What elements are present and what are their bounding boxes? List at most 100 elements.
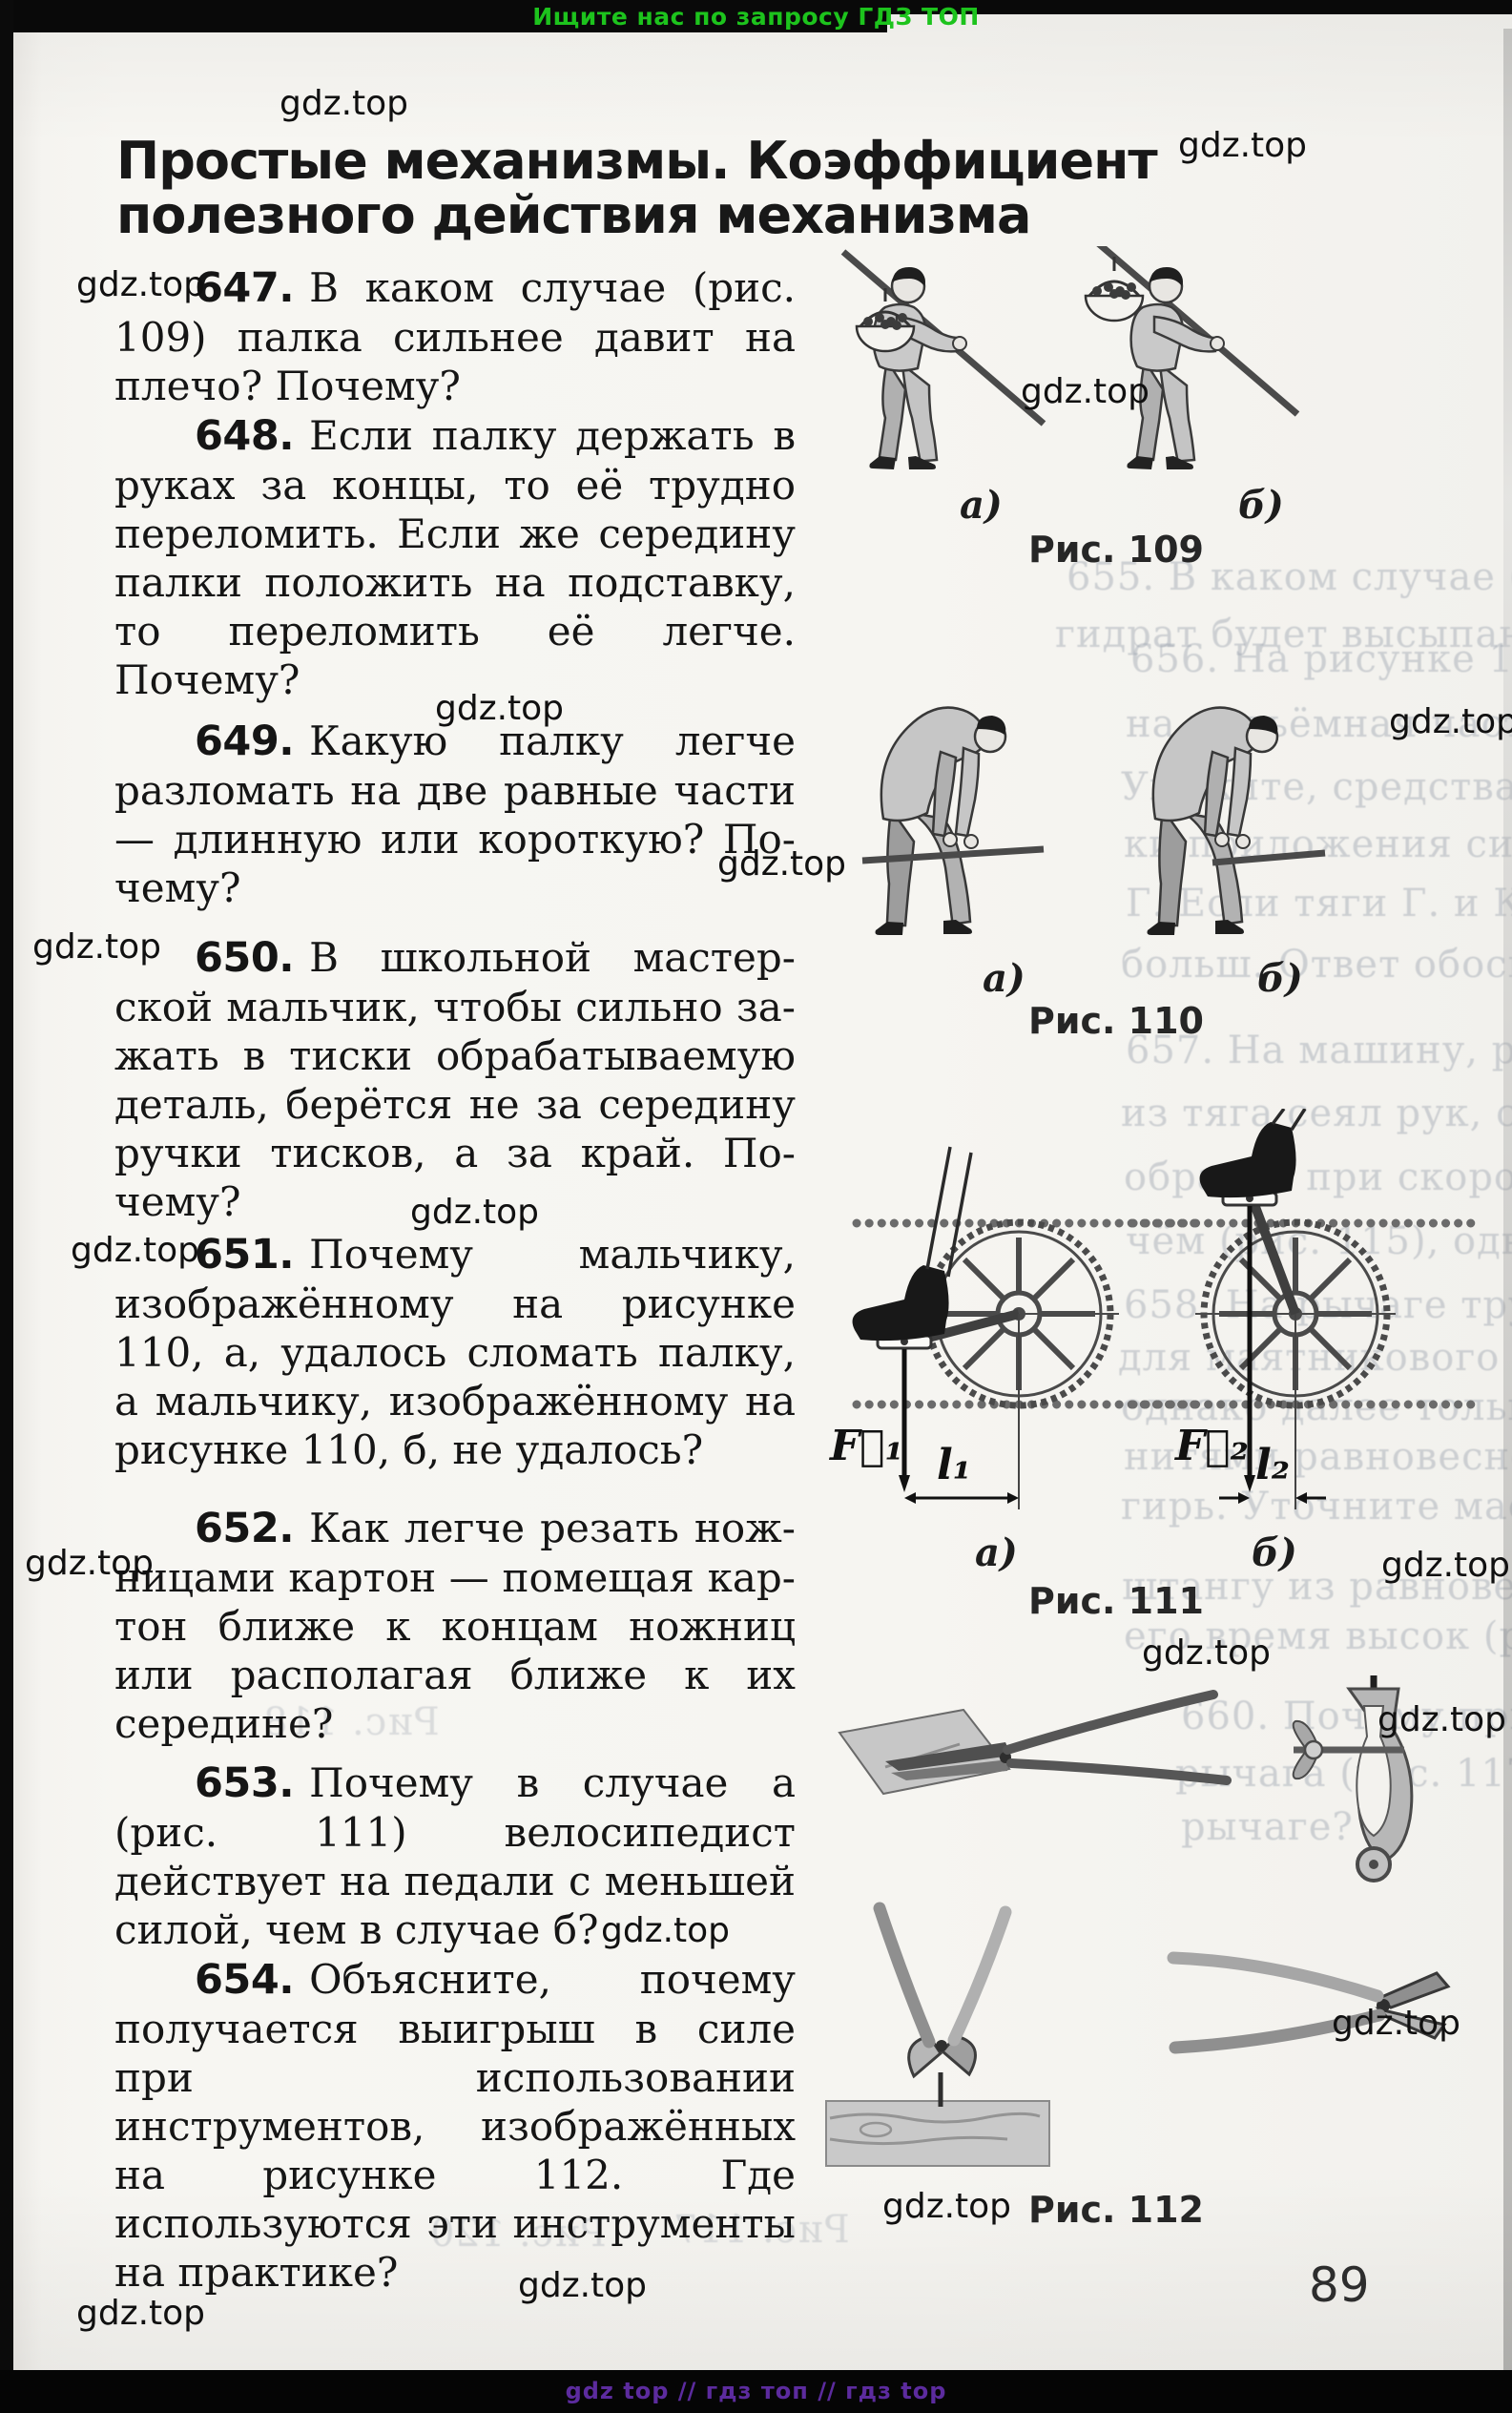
bleed-through-text: 655. В каком случае (г xyxy=(1067,555,1512,599)
photo-bottom-edge xyxy=(0,2370,1512,2413)
bleed-through-text: его время высок (рис. xyxy=(1124,1614,1512,1658)
problem-650-text: В школьной мастер­ской мальчик, чтобы си… xyxy=(114,934,796,1225)
fig111-force1-label: F⃗₁ xyxy=(830,1422,903,1470)
gdz-watermark: gdz.top xyxy=(280,84,409,123)
gdz-watermark: gdz.top xyxy=(410,1193,540,1232)
fig110-case-b xyxy=(1146,706,1326,937)
bleed-through-text: рычага (рис. 117) пол. рыча xyxy=(1175,1752,1512,1796)
fig111-case-b xyxy=(1129,1107,1481,1509)
gdz-watermark: gdz.top xyxy=(1389,702,1512,741)
fig109-case-b xyxy=(1084,239,1300,471)
bleed-through-text: из тяга сеял рук, стала xyxy=(1121,1092,1512,1135)
fig111-case-a xyxy=(852,1146,1205,1509)
problem-652-text: Как легче резать нож­ницами картон — пом… xyxy=(114,1505,796,1747)
gdz-watermark: gdz.top xyxy=(601,1911,731,1950)
problem-647: 647.В каком случае (рис. 109) палка силь… xyxy=(114,263,796,410)
bleed-through-text: штангу из равновесия, если xyxy=(1122,1565,1512,1609)
figure-109-svg xyxy=(840,239,1300,471)
gdz-watermark: gdz.top xyxy=(435,689,565,728)
figure-112-svg xyxy=(825,1675,1451,2167)
problem-653-text: Почему в случае а (рис. 111) велосипедис… xyxy=(114,1759,796,1953)
section-title-line1: Простые механизмы. Коэффициент xyxy=(116,131,1158,191)
gdz-watermark: gdz.top xyxy=(1178,126,1308,165)
bleed-through-text: ки приложения сил, и далее xyxy=(1124,822,1512,866)
problem-651-text: Почему мальчику, изо­бражённому на рисун… xyxy=(114,1231,796,1473)
problem-650: 650.В школьной мастер­ской мальчик, чтоб… xyxy=(114,933,796,1226)
bleed-through-text: больш. Ответ обоснуйте. xyxy=(1121,943,1512,987)
fig111-arm1-label: l₁ xyxy=(937,1441,971,1489)
problem-654-text: Объясните, почему по­лучается выигрыш в … xyxy=(114,1956,796,2296)
footer-links: gdz top // гдз топ // гдз top xyxy=(565,2378,947,2404)
figure-110-svg xyxy=(861,706,1326,937)
gdz-watermark: gdz.top xyxy=(1381,1546,1511,1585)
gdz-watermark: gdz.top xyxy=(76,265,206,304)
bleed-through-text: 660. Почему при исполь xyxy=(1181,1695,1512,1738)
problem-651-number: 651. xyxy=(195,1231,295,1279)
gdz-watermark: gdz.top xyxy=(518,2266,648,2305)
problem-648: 648.Если палку держать в руках за концы,… xyxy=(114,411,796,704)
problem-649-number: 649. xyxy=(195,718,295,765)
problem-650-number: 650. xyxy=(195,934,295,982)
problem-654: 654.Объясните, почему по­лучается выигры… xyxy=(114,1955,796,2297)
problem-653-number: 653. xyxy=(195,1759,295,1807)
pincers-icon xyxy=(825,1902,1050,2167)
fig111-label-a: а) xyxy=(975,1530,1018,1575)
bleed-through-text: рычаге? xyxy=(1181,1805,1354,1849)
problem-648-text: Если палку держать в руках за концы, то … xyxy=(114,412,796,703)
fig109-label-b: б) xyxy=(1238,483,1284,528)
fig110-case-a xyxy=(861,706,1045,937)
problem-654-number: 654. xyxy=(195,1956,295,2004)
bleed-through-text: для маятникового объём xyxy=(1118,1336,1512,1380)
gdz-watermark: gdz.top xyxy=(1021,372,1150,411)
fig111-force2-label: F⃗₂ xyxy=(1175,1422,1249,1470)
figure-110-illustration xyxy=(818,641,1496,960)
figure-109-caption: Рис. 109 xyxy=(1028,529,1204,571)
bleed-through-text: гидрат будет высыпан в ра xyxy=(1055,613,1512,656)
bleed-through-text: 656. На рисунке 114 изображе xyxy=(1130,637,1512,681)
figure-111-illustration xyxy=(818,1107,1496,1532)
gdz-watermark: gdz.top xyxy=(717,844,847,884)
fig110-label-a: а) xyxy=(983,956,1025,1001)
bleed-through-text: 657. На машину, разгоняя xyxy=(1126,1029,1512,1072)
bleed-through-text: Г. Если тяги Г. и К. xyxy=(1126,882,1512,926)
fig111-label-b: б) xyxy=(1252,1530,1297,1575)
photo-right-edge xyxy=(1503,29,1512,2370)
gdz-watermark: gdz.top xyxy=(1332,2004,1461,2043)
photo-left-edge xyxy=(0,0,13,2413)
fig111-arm2-label: l₂ xyxy=(1255,1441,1290,1489)
figure-112-illustration xyxy=(818,1662,1496,2200)
fig109-label-a: а) xyxy=(960,483,1003,528)
problem-652: 652.Как легче резать нож­ницами картон —… xyxy=(114,1504,796,1748)
bleed-through-text: гирь. Уточните массы xyxy=(1121,1485,1512,1529)
promo-banner: Ищите нас по запросу ГДЗ ТОП xyxy=(532,3,980,31)
figure-111-svg xyxy=(852,1107,1481,1509)
problem-652-number: 652. xyxy=(195,1505,295,1552)
fig109-case-a xyxy=(840,249,1046,471)
photo-top-edge-left xyxy=(0,0,887,32)
problem-651: 651.Почему мальчику, изо­бражённому на р… xyxy=(114,1230,796,1474)
gdz-watermark: gdz.top xyxy=(76,2294,206,2333)
gdz-watermark: gdz.top xyxy=(1377,1700,1507,1739)
problem-649: 649.Какую палку легче раз­ломать на две … xyxy=(114,717,796,912)
figure-111-caption: Рис. 111 xyxy=(1028,1580,1204,1622)
figure-109-illustration xyxy=(818,239,1496,536)
bleed-through-text: нитями равновесно рыч xyxy=(1124,1435,1512,1479)
problem-653: 653.Почему в случае а (рис. 111) велосип… xyxy=(114,1758,796,1954)
gdz-watermark: gdz.top xyxy=(1142,1633,1272,1673)
section-title-line2: полезного действия механизма xyxy=(116,185,1031,245)
gdz-watermark: gdz.top xyxy=(882,2187,1012,2226)
problem-647-text: В каком случае (рис. 109) палка сильнее … xyxy=(114,264,796,409)
problem-648-number: 648. xyxy=(195,412,295,460)
fig110-label-b: б) xyxy=(1257,956,1303,1001)
figure-110-caption: Рис. 110 xyxy=(1028,1000,1204,1042)
figure-112-caption: Рис. 112 xyxy=(1028,2189,1204,2231)
hand-vise-icon xyxy=(1292,1675,1414,1883)
problem-649-text: Какую палку легче раз­ломать на две равн… xyxy=(114,718,796,911)
gdz-watermark: gdz.top xyxy=(71,1231,200,1270)
problem-647-number: 647. xyxy=(195,264,295,312)
bleed-through-text: обратно при скорости клала xyxy=(1124,1155,1512,1199)
gdz-watermark: gdz.top xyxy=(32,927,162,967)
shears-icon xyxy=(838,1690,1232,1796)
